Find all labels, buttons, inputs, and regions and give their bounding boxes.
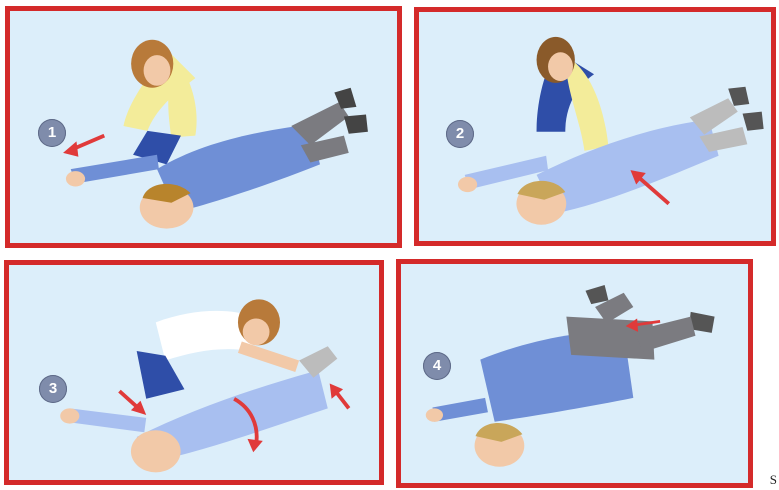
step-number-badge: 2 — [446, 120, 474, 148]
arrow-head-tilt — [119, 391, 146, 415]
step-4-panel: 4 — [396, 259, 753, 488]
step-4-illustration — [401, 264, 748, 483]
step-1-illustration — [10, 11, 397, 243]
arrow-knee — [330, 383, 349, 408]
step-2-panel: 2 — [414, 7, 776, 246]
arrow-left — [63, 136, 104, 157]
step-1-panel: 1 — [5, 6, 402, 248]
corner-letter: S — [770, 472, 777, 488]
step-3-panel: 3 — [4, 260, 384, 485]
step-number-badge: 1 — [38, 119, 66, 147]
step-3-illustration — [9, 265, 379, 480]
step-number-badge: 3 — [39, 375, 67, 403]
step-number-badge: 4 — [423, 352, 451, 380]
